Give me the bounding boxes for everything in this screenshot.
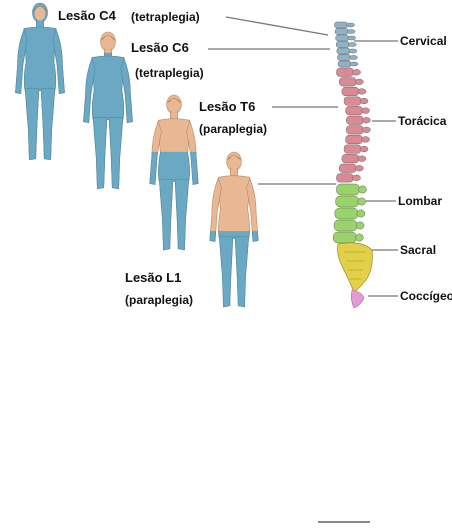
coccyx — [351, 290, 364, 308]
spine-column — [333, 22, 372, 308]
figure-t6 — [150, 95, 198, 250]
leader-line-c4 — [226, 17, 328, 35]
lesion-c6-level: Lesão C6 — [131, 40, 189, 55]
vertebra-thoracic — [346, 126, 370, 135]
vertebra-thoracic — [339, 164, 363, 173]
region-toracica-label: Torácica — [398, 114, 452, 128]
vertebra-thoracic — [342, 154, 366, 163]
lesion-l1-type: (paraplegia) — [125, 293, 193, 307]
vertebra-cervical — [338, 55, 358, 61]
figure-c6 — [83, 32, 132, 189]
figure-c4 — [15, 3, 64, 160]
vertebra-cervical — [335, 22, 355, 28]
vertebra-thoracic — [344, 97, 368, 106]
lesion-l1-level: Lesão L1 — [125, 270, 181, 285]
vertebra-lumbar — [336, 196, 366, 207]
vertebra-cervical — [337, 48, 357, 54]
vertebra-thoracic — [337, 68, 361, 77]
lesion-c6-type: (tetraplegia) — [135, 66, 204, 80]
vertebra-cervical — [338, 61, 358, 67]
lesion-t6-level: Lesão T6 — [199, 99, 255, 114]
vertebra-thoracic — [339, 78, 363, 87]
vertebra-thoracic — [337, 174, 361, 183]
region-cervical-label: Cervical — [400, 34, 452, 48]
vertebra-thoracic — [346, 135, 370, 144]
vertebra-thoracic — [346, 106, 370, 115]
lesion-t6-type: (paraplegia) — [199, 122, 267, 136]
sacrum — [338, 243, 373, 292]
vertebra-thoracic — [342, 87, 366, 96]
vertebra-lumbar — [335, 208, 365, 219]
lesion-c4-level: Lesão C4 — [58, 8, 116, 23]
vertebra-cervical — [336, 35, 356, 41]
region-coccigeo-label: Coccígeo — [400, 289, 452, 303]
region-sacral-label: Sacral — [400, 243, 452, 257]
vertebra-lumbar — [333, 232, 363, 243]
vertebra-lumbar — [334, 220, 364, 231]
figure-l1 — [210, 152, 258, 307]
vertebra-thoracic — [346, 116, 370, 125]
region-lombar-label: Lombar — [398, 194, 452, 208]
vertebra-cervical — [335, 29, 355, 35]
vertebra-thoracic — [344, 145, 368, 154]
vertebra-cervical — [336, 42, 356, 48]
lesion-c4-type: (tetraplegia) — [131, 10, 200, 24]
vertebra-lumbar — [337, 184, 367, 195]
